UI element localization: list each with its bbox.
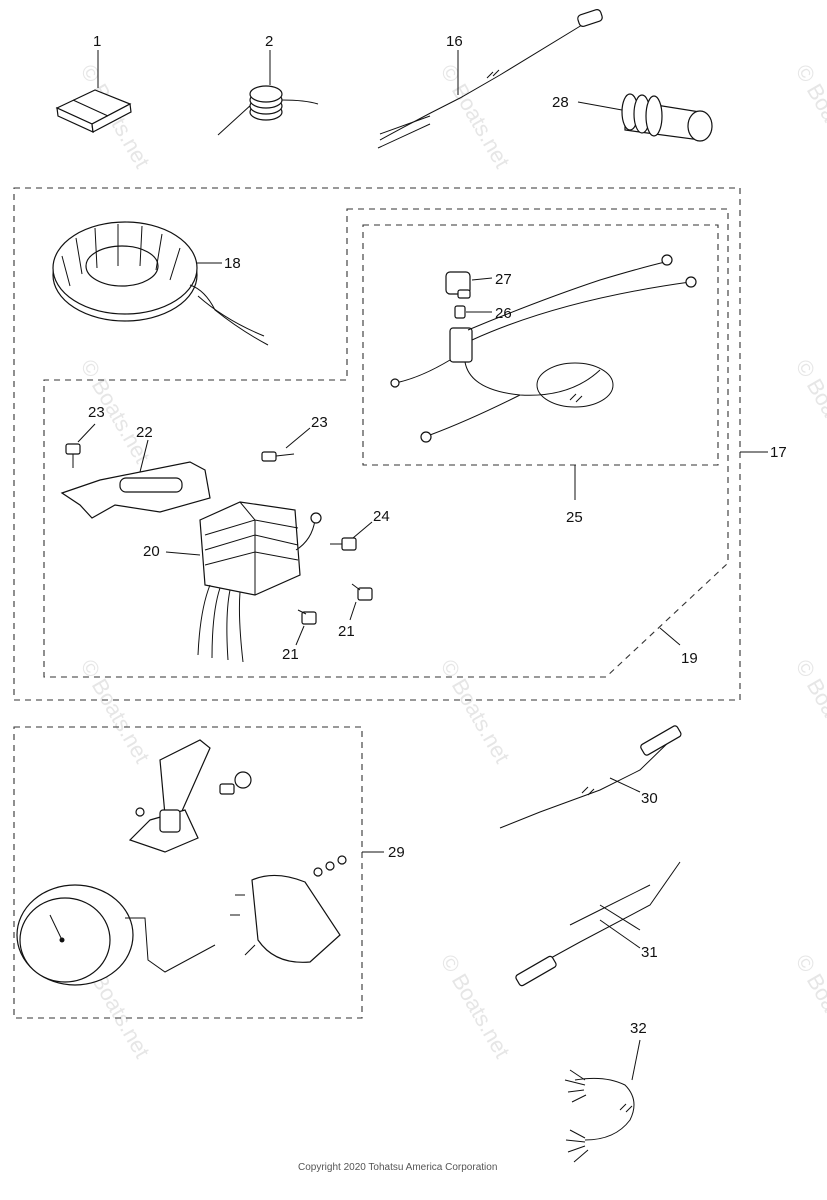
callout-label: 26 <box>495 305 512 322</box>
callout-label: 31 <box>641 944 658 961</box>
part-25-harness <box>390 254 697 500</box>
part-21-bolt-b <box>349 583 373 621</box>
watermark-group: © Boats.net © Boats.net © Boats.net © Bo… <box>76 60 827 1062</box>
watermark: © Boats.net <box>791 950 827 1062</box>
part-30-cable <box>499 725 682 829</box>
watermark: © Boats.net <box>436 60 515 172</box>
part-24-bolt <box>330 521 373 551</box>
callout-label: 2 <box>265 33 273 50</box>
part-28-grommet <box>577 93 713 142</box>
callout-label: 28 <box>552 94 569 111</box>
callout-label: 21 <box>338 623 355 640</box>
watermark: © Boats.net <box>436 655 515 767</box>
part-23-bolt-left <box>65 423 96 468</box>
part-26-fuse <box>454 305 492 319</box>
callout-label: 25 <box>566 509 583 526</box>
part-20-regulator <box>165 501 322 663</box>
part-2-spring <box>217 50 319 136</box>
watermark: © Boats.net <box>76 655 155 767</box>
part-1-clip <box>55 50 132 133</box>
group-29-outline <box>13 726 363 1019</box>
watermark: © Boats.net <box>791 355 827 467</box>
callout-label: 32 <box>630 1020 647 1037</box>
callout-label: 20 <box>143 543 160 560</box>
part-31-cable <box>515 861 681 987</box>
callout-label: 24 <box>373 508 390 525</box>
callout-label: 19 <box>681 650 698 667</box>
callout-label: 23 <box>88 404 105 421</box>
callout-label: 18 <box>224 255 241 272</box>
part-22-bracket <box>60 439 211 519</box>
part-29-speedometer-kit <box>16 739 347 986</box>
leader-19 <box>659 627 681 646</box>
group-19-outline <box>43 208 729 678</box>
watermark: © Boats.net <box>436 950 515 1062</box>
part-23-bolt-right <box>261 427 311 462</box>
group-17-outline <box>13 187 741 701</box>
callout-label: 22 <box>136 424 153 441</box>
callout-label: 1 <box>93 33 101 50</box>
callout-label: 30 <box>641 790 658 807</box>
callout-label: 27 <box>495 271 512 288</box>
callout-label: 23 <box>311 414 328 431</box>
callout-label: 17 <box>770 444 787 461</box>
part-21-bolt-a <box>295 609 317 646</box>
watermark: © Boats.net <box>791 655 827 767</box>
copyright-text: Copyright 2020 Tohatsu America Corporati… <box>298 1162 497 1173</box>
callout-label: 29 <box>388 844 405 861</box>
part-16-cable <box>377 9 603 149</box>
watermark: © Boats.net <box>791 60 827 172</box>
part-18-stator <box>52 221 269 346</box>
callout-label: 16 <box>446 33 463 50</box>
callout-label: 21 <box>282 646 299 663</box>
callout-labels: 1 2 16 28 18 27 26 17 23 22 23 24 20 21 … <box>88 33 787 1037</box>
part-27-cap <box>445 271 493 299</box>
part-32-harness <box>564 1039 641 1163</box>
group-25-outline <box>362 224 719 466</box>
